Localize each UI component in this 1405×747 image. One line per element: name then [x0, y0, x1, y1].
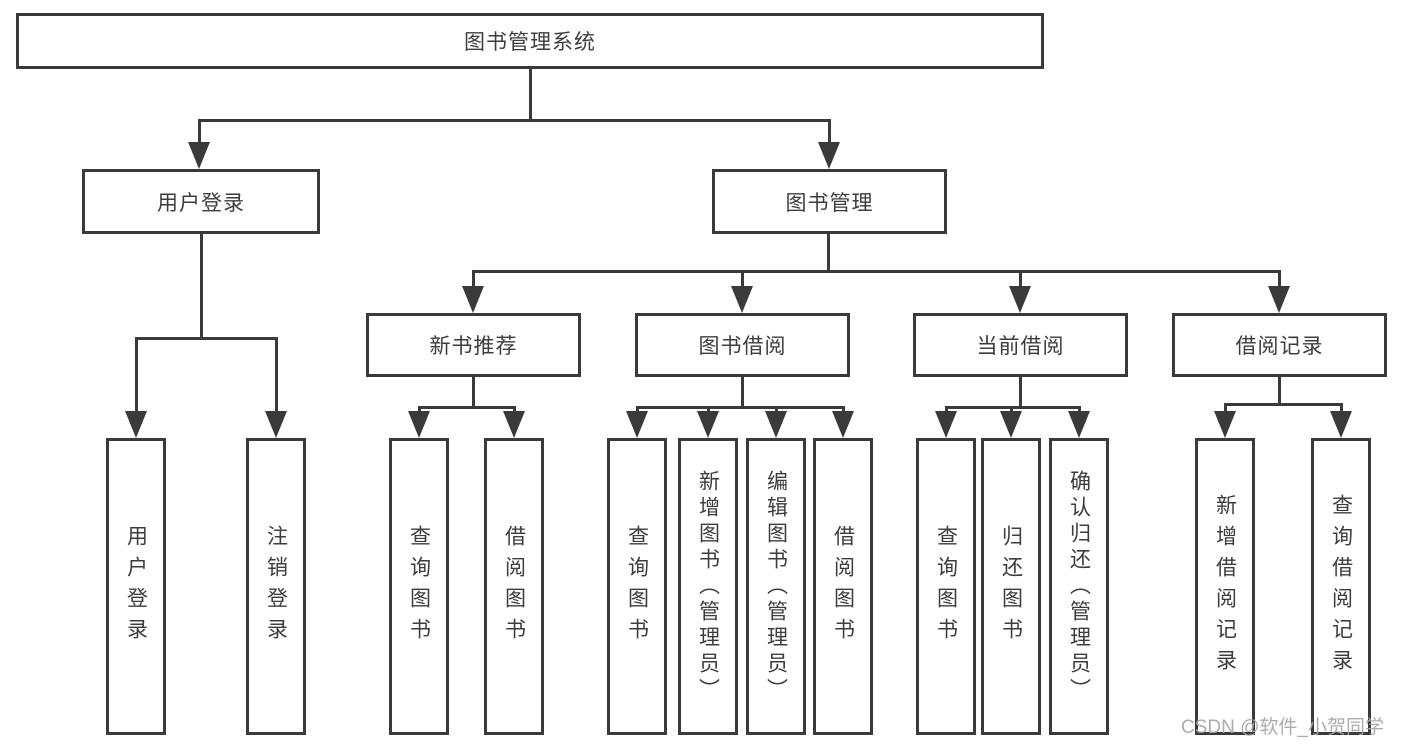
- node-leaf-add-borrow-record: 新增借阅记录: [1195, 438, 1255, 735]
- connector-line: [471, 269, 1281, 273]
- connector-line: [774, 406, 778, 414]
- arrowhead-down-icon: [832, 411, 854, 438]
- connector-line: [417, 405, 516, 409]
- arrowhead-down-icon: [626, 411, 648, 438]
- connector-line: [944, 406, 948, 414]
- node-new-book-recommend: 新书推荐: [366, 313, 581, 377]
- arrowhead-down-icon: [1330, 411, 1352, 438]
- connector-line: [197, 120, 201, 146]
- watermark: CSDN @软件_小贺同学: [1181, 717, 1384, 738]
- node-leaf-borrow-book: 借阅图书: [813, 438, 873, 735]
- arrowhead-down-icon: [1068, 411, 1090, 438]
- arrowhead-down-icon: [765, 411, 787, 438]
- connector-line: [1009, 406, 1013, 414]
- node-book-borrow: 图书借阅: [635, 313, 850, 377]
- arrowhead-down-icon: [188, 142, 210, 169]
- connector-line: [841, 406, 845, 414]
- node-leaf-borrow-book-recommend: 借阅图书: [484, 438, 544, 735]
- connector-line: [944, 405, 1081, 409]
- connector-line: [635, 405, 845, 409]
- connector-line: [417, 406, 421, 414]
- node-leaf-edit-book-admin: 编辑图书（管理员）: [746, 438, 806, 735]
- connector-line: [512, 406, 516, 414]
- node-leaf-user-login: 用户登录: [106, 438, 166, 735]
- connector-line: [1223, 403, 1227, 414]
- arrowhead-down-icon: [935, 411, 957, 438]
- connector-line: [1077, 406, 1081, 414]
- arrowhead-down-icon: [697, 411, 719, 438]
- connector-line: [635, 406, 639, 414]
- connector-line: [199, 234, 203, 340]
- node-leaf-query-book-recommend: 查询图书: [389, 438, 449, 735]
- arrowhead-down-icon: [818, 142, 840, 169]
- arrowhead-down-icon: [1214, 411, 1236, 438]
- connector-line: [134, 336, 278, 340]
- connector-line: [1018, 271, 1022, 290]
- connector-line: [1277, 377, 1281, 405]
- node-leaf-return-book: 归还图书: [981, 438, 1041, 735]
- connector-line: [134, 338, 138, 414]
- node-root: 图书管理系统: [16, 13, 1044, 69]
- arrowhead-down-icon: [1000, 411, 1022, 438]
- arrowhead-down-icon: [1009, 286, 1031, 313]
- connector-line: [706, 406, 710, 414]
- arrowhead-down-icon: [408, 411, 430, 438]
- arrowhead-down-icon: [1268, 286, 1290, 313]
- connector-line: [827, 120, 831, 146]
- arrowhead-down-icon: [731, 286, 753, 313]
- connector-line: [274, 338, 278, 414]
- node-leaf-query-book-current: 查询图书: [916, 438, 976, 735]
- arrowhead-down-icon: [462, 286, 484, 313]
- connector-line: [1018, 377, 1022, 408]
- connector-line: [197, 118, 831, 122]
- connector-line: [1339, 403, 1343, 414]
- node-user-login: 用户登录: [82, 169, 320, 234]
- node-book-management: 图书管理: [712, 169, 947, 234]
- arrowhead-down-icon: [125, 411, 147, 438]
- node-borrow-records: 借阅记录: [1172, 313, 1387, 377]
- connector-line: [740, 271, 744, 290]
- node-leaf-confirm-return-admin: 确认归还（管理员）: [1049, 438, 1109, 735]
- node-leaf-add-book-admin: 新增图书（管理员）: [678, 438, 738, 735]
- node-leaf-query-book-borrow: 查询图书: [607, 438, 667, 735]
- node-leaf-query-borrow-record: 查询借阅记录: [1311, 438, 1371, 735]
- node-current-borrow: 当前借阅: [913, 313, 1128, 377]
- arrowhead-down-icon: [265, 411, 287, 438]
- arrowhead-down-icon: [503, 411, 525, 438]
- connector-line: [471, 271, 475, 290]
- connector-line: [528, 69, 532, 120]
- connector-line: [471, 377, 475, 408]
- connector-line: [1223, 402, 1343, 406]
- connector-line: [740, 377, 744, 408]
- connector-line: [826, 234, 830, 273]
- connector-line: [1277, 271, 1281, 290]
- node-leaf-logout: 注销登录: [246, 438, 306, 735]
